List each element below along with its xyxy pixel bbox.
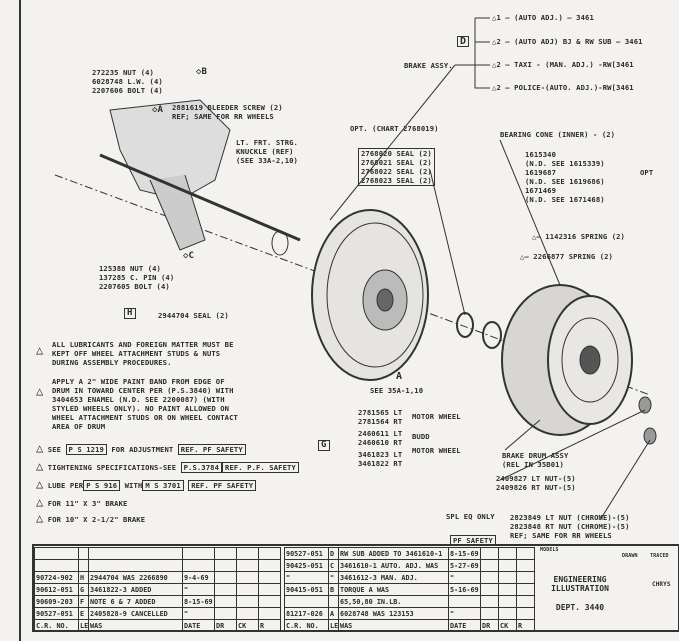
drawn-label: DRAWN — [622, 553, 638, 559]
note-triangle-icon: △ — [36, 459, 44, 473]
traced-label: TRACED — [650, 553, 669, 559]
leader-line — [504, 419, 541, 451]
view-a-marker: A — [396, 371, 403, 382]
note-triangle-icon: △ — [36, 441, 44, 455]
diamond-b-marker: ◇B — [196, 67, 208, 77]
leader-line — [329, 64, 456, 221]
note-triangle-icon: △ — [36, 343, 44, 357]
note-5: △ SEE P S 1219 FOR ADJUSTMENT REF. PF SA… — [36, 441, 246, 455]
note-1: △ FOR 10" X 2-1/2" BRAKE — [36, 511, 146, 525]
opt-label: OPT — [640, 168, 654, 177]
control-arm — [149, 174, 206, 251]
budd-label: BUDD — [412, 432, 430, 441]
seal-part — [271, 230, 289, 256]
variant-tree-lines — [455, 17, 490, 89]
bearing-cone-label: BEARING CONE (INNER) - (2) — [500, 130, 616, 139]
variant-taxi: △2 — TAXI - (MAN. ADJ.) -RW[3461 — [492, 60, 634, 69]
table-row — [34, 547, 281, 560]
spring-2-label: △— 2266877 SPRING (2) — [520, 252, 613, 261]
hub-center — [376, 288, 394, 312]
note-7: △ALL LUBRICANTS AND FOREIGN MATTER MUST … — [36, 340, 234, 367]
table-row: 65,50,80 IN.LB. — [284, 595, 535, 608]
leader-line — [429, 169, 466, 316]
diamond-c-marker: ◇C — [183, 251, 195, 261]
seal-options: 2768020 SEAL (2)2768021 SEAL (2)2768022 … — [358, 148, 435, 186]
wheel-nut — [643, 427, 657, 445]
knuckle-label: LT. FRT. STRG.KNUCKLE (REF)(SEE 33A-2,10… — [236, 138, 298, 165]
steering-knuckle — [109, 99, 231, 201]
see-view-label: SEE 35A-1,10 — [370, 386, 424, 395]
leader-line — [499, 409, 646, 481]
bleeder-label: 2881619 BLEEDER SCREW (2)REF; SAME FOR R… — [172, 103, 283, 121]
bearing-cone — [482, 321, 502, 349]
brake-drum-label: BRAKE DRUM ASSY(REL IN 35B01) — [502, 451, 569, 469]
backing-plate-inner — [326, 222, 424, 368]
motor-wheel-label: MOTOR WHEEL — [412, 412, 461, 421]
note-2: △ FOR 11" X 3" BRAKE — [36, 495, 128, 509]
leader-line — [599, 439, 651, 521]
nut-group-label: 272235 NUT (4)6028748 L.W. (4)2207606 BO… — [92, 68, 163, 95]
seal-marker-h: H — [124, 308, 136, 319]
table-header: C.R. NO.LETWASDATEDRCKR — [284, 619, 535, 632]
wheel-nut — [638, 396, 652, 414]
motor-wheel-2-label: MOTOR WHEEL — [412, 446, 461, 455]
table-row: ""3461612-3 MAN. ADJ." — [284, 571, 535, 584]
company-label: CHRYS — [652, 581, 671, 588]
opt-chart-label: OPT. (CHART 2768019) — [350, 124, 439, 133]
nut-labels: 2409827 LT NUT-(5)2409826 RT NUT-(5) — [496, 474, 576, 492]
diamond-a-marker: ◇A — [152, 105, 164, 115]
leader-line — [499, 139, 561, 286]
drum-center — [579, 345, 601, 375]
variant-auto-adj: △1 — (AUTO ADJ.) — 3461 — [492, 13, 594, 22]
chrome-nut-labels: 2823849 LT NUT (CHROME)-(5)2823848 RT NU… — [510, 513, 630, 540]
bearing-parts: 1615340(N.D. SEE 1615339)1619687(N.D. SE… — [525, 150, 605, 204]
note-triangle-icon: △ — [36, 384, 44, 398]
spl-eq-label: SPL EQ ONLY — [446, 512, 495, 521]
note-4: △ TIGHTENING SPECIFICATIONS-SEE P.S.3784… — [36, 459, 299, 473]
variant-police: △2 — POLICE-(AUTO. ADJ.)-RW[3461 — [492, 83, 634, 92]
pf-safety-box: PF SAFETY — [450, 535, 496, 546]
brake-assy-label: BRAKE ASSY. — [404, 61, 453, 70]
note-triangle-icon: △ — [36, 495, 44, 509]
drum-hub — [561, 317, 619, 403]
inner-seal — [456, 312, 474, 338]
table-row — [34, 559, 281, 572]
spindle — [99, 153, 301, 242]
variant-bj-rw-sub: △2 — (AUTO ADJ) BJ & RW SUB — 3461 — [492, 37, 643, 46]
note-triangle-icon: △ — [36, 511, 44, 525]
spring-1-label: △— 1142316 SPRING (2) — [532, 232, 625, 241]
variant-marker-d: D — [457, 36, 470, 47]
note-triangle-icon: △ — [36, 477, 44, 491]
note-6: △APPLY A 2" WIDE PAINT BAND FROM EDGE OF… — [36, 377, 238, 431]
g-marker: G — [318, 440, 330, 451]
seal-label: 2944704 SEAL (2) — [158, 311, 229, 320]
table-header: C.R. NO.LETWASDATEDRCKR — [34, 619, 281, 632]
models-label: MODELS — [540, 547, 559, 553]
pin-group-label: 125388 NUT (4)137285 C. PIN (4)2207605 B… — [99, 264, 175, 291]
